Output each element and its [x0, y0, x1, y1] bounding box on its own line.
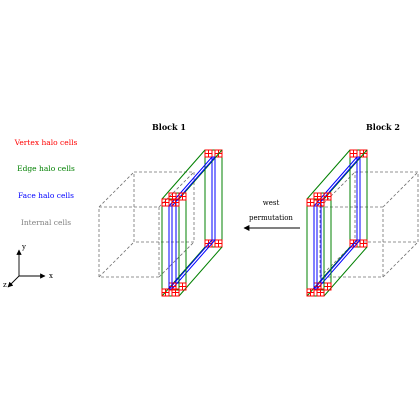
slab-depth-edge	[161, 149, 206, 200]
block-2-title: Block 2	[366, 122, 400, 132]
back-face-frame	[356, 156, 361, 241]
back-edge-frame	[204, 149, 223, 248]
block-1-box	[98, 171, 195, 278]
box-depth-edge	[158, 171, 195, 208]
slab-depth-edge	[168, 239, 213, 290]
front-face-frame	[313, 205, 318, 290]
axes-triad	[7, 249, 46, 288]
z-axis-arrow	[7, 275, 20, 288]
back-edge-frame	[349, 149, 368, 248]
box-depth-edge	[98, 171, 135, 208]
block-1-halo-slab	[161, 149, 223, 297]
slab-depth-edge	[316, 239, 361, 290]
box-depth-edge	[98, 241, 135, 278]
legend-edge-label: Edge halo cells	[17, 164, 75, 173]
slab-depth-edge	[323, 149, 368, 200]
arrow-label-permutation: permutation	[249, 214, 293, 222]
front-face-frame	[168, 205, 173, 290]
box-back-face	[133, 171, 195, 243]
legend-face-label: Face halo cells	[18, 191, 74, 200]
legend-internal-label: Internal cells	[21, 218, 71, 227]
box-front-face	[98, 206, 160, 278]
front-edge-frame	[306, 198, 325, 297]
block-1-title: Block 1	[152, 122, 186, 132]
legend: Vertex halo cells Edge halo cells Face h…	[14, 138, 78, 227]
slab-depth-edge	[178, 149, 223, 200]
box-depth-edge	[319, 171, 356, 208]
x-axis-label: x	[49, 272, 53, 280]
block-1	[98, 149, 223, 297]
box-depth-edge	[382, 171, 419, 208]
y-axis-label: y	[21, 243, 26, 251]
back-face-frame	[211, 156, 216, 241]
slab-depth-edge	[323, 246, 368, 297]
slab-depth-edge	[178, 246, 223, 297]
slab-depth-edge	[313, 239, 358, 290]
box-depth-edge	[158, 241, 195, 278]
z-axis-label: z	[3, 281, 7, 289]
legend-vertex-label: Vertex halo cells	[14, 138, 78, 147]
block-2-halo-slab	[306, 149, 368, 297]
slab-depth-edge	[306, 149, 351, 200]
box-depth-edge	[382, 241, 419, 278]
box-back-face	[354, 171, 419, 243]
arrow-label-west: west	[263, 199, 280, 207]
front-edge-frame	[161, 198, 180, 297]
block-2-box	[319, 171, 419, 278]
block-2	[306, 149, 419, 297]
slab-depth-edge	[171, 239, 216, 290]
